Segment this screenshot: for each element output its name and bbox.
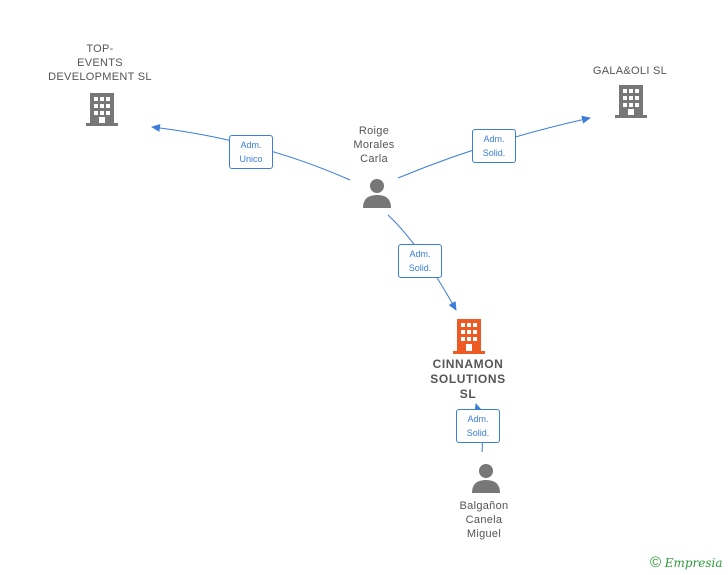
node-label: TOP- EVENTS DEVELOPMENT SL bbox=[48, 43, 152, 83]
node-label: Balgañon Canela Miguel bbox=[459, 500, 509, 540]
edge-label-adm-solid[interactable]: Adm. Solid. bbox=[472, 129, 516, 163]
edge-label-adm-unico[interactable]: Adm. Unico bbox=[229, 135, 273, 169]
copyright-symbol: © bbox=[650, 554, 662, 571]
node-label: GALA&OLI SL bbox=[592, 65, 668, 77]
building-icon bbox=[86, 93, 118, 126]
node-balganon-canela-miguel[interactable]: Balgañon Canela Miguel bbox=[442, 499, 526, 541]
building-icon bbox=[615, 85, 647, 118]
building-icon bbox=[453, 319, 485, 354]
node-roige-morales-carla[interactable]: Roige Morales Carla bbox=[334, 124, 414, 166]
node-label: CINNAMON SOLUTIONS SL bbox=[430, 357, 506, 401]
person-icon bbox=[472, 464, 500, 493]
empresia-logo: © Empresia bbox=[650, 554, 723, 571]
node-label: Roige Morales Carla bbox=[353, 125, 395, 165]
person-icon bbox=[363, 179, 391, 208]
brand-name: Empresia bbox=[664, 556, 723, 570]
edge-label-adm-solid[interactable]: Adm. Solid. bbox=[398, 244, 442, 278]
edge-label-adm-solid[interactable]: Adm. Solid. bbox=[456, 409, 500, 443]
node-top-events-development[interactable]: TOP- EVENTS DEVELOPMENT SL bbox=[30, 42, 170, 84]
node-gala-oli[interactable]: GALA&OLI SL bbox=[570, 64, 690, 78]
node-cinnamon-solutions[interactable]: CINNAMON SOLUTIONS SL bbox=[408, 357, 528, 402]
